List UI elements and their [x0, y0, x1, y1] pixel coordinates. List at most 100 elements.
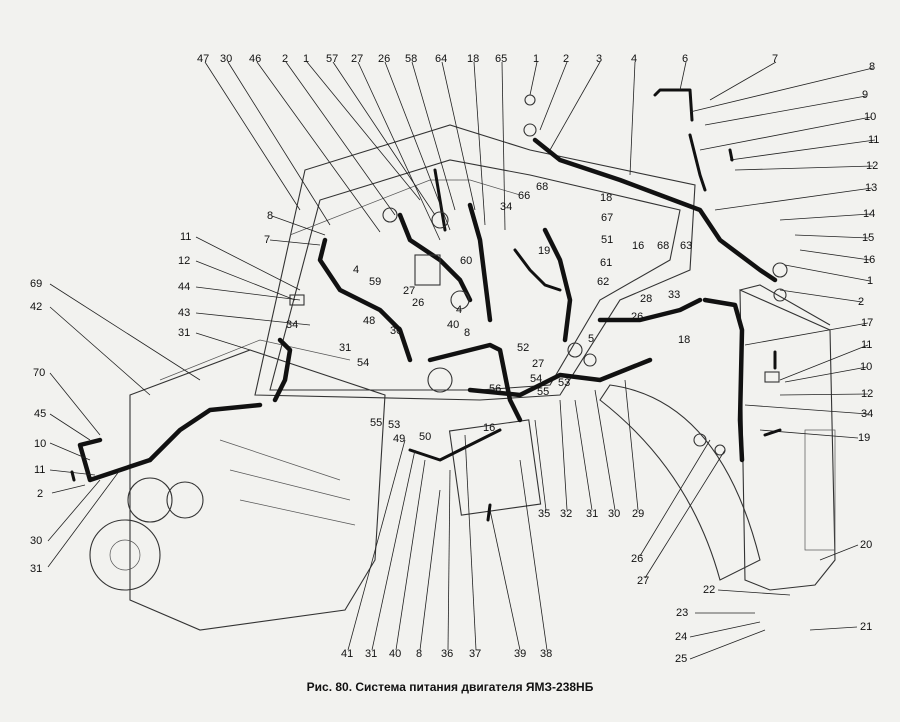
callout-label: 32 [560, 508, 572, 520]
callout-label: 3 [596, 53, 602, 65]
callout-label: 11 [861, 339, 872, 351]
callout-label: 20 [860, 539, 872, 551]
callout-label: 51 [601, 234, 613, 246]
callout-label: 14 [863, 208, 875, 220]
callout-label: 12 [178, 255, 190, 267]
callout-label: 11 [34, 464, 45, 476]
callout-label: 27 [637, 575, 649, 587]
callout-label: 34 [286, 319, 298, 331]
callout-label: 31 [365, 648, 377, 660]
callout-label: 1 [867, 275, 873, 287]
callout-label: 28 [640, 293, 652, 305]
callout-label: 1 [303, 53, 309, 65]
figure-caption: Рис. 80. Система питания двигателя ЯМЗ-2… [306, 680, 594, 694]
callout-label: 22 [703, 584, 715, 596]
callout-label: 8 [416, 648, 422, 660]
callout-label: 35 [538, 508, 550, 520]
callout-labels: 47 30 46 2 1 57 27 26 58 64 18 65 1 2 3 … [30, 53, 879, 665]
callout-label: 1 [533, 53, 539, 65]
callout-label: 19 [858, 432, 870, 444]
callout-label: 18 [678, 334, 690, 346]
callout-label: 66 [518, 190, 530, 202]
engine-block [89, 339, 386, 631]
callout-label: 18 [600, 192, 612, 204]
callout-label: 8 [267, 210, 273, 222]
callout-label: 27 [351, 53, 363, 65]
callout-label: 48 [363, 315, 375, 327]
callout-label: 4 [456, 304, 462, 316]
callout-label: 49 [393, 433, 405, 445]
callout-label: 57 [326, 53, 338, 65]
callout-label: 16 [632, 240, 644, 252]
callout-label: 26 [631, 553, 643, 565]
callout-label: 31 [586, 508, 598, 520]
callout-label: 50 [419, 431, 431, 443]
callout-label: 17 [861, 317, 873, 329]
callout-label: 2 [858, 296, 864, 308]
callout-label: 68 [657, 240, 669, 252]
callout-label: 54 [357, 357, 369, 369]
callout-label: 40 [389, 648, 401, 660]
callout-label: 43 [178, 307, 190, 319]
callout-label: 18 [467, 53, 479, 65]
fittings [70, 94, 788, 522]
callout-label: 26 [378, 53, 390, 65]
callout-label: 2 [563, 53, 569, 65]
callout-label: 16 [863, 254, 875, 266]
callout-label: 31 [178, 327, 190, 339]
callout-label: 12 [866, 160, 878, 172]
callout-label: 31 [30, 563, 42, 575]
callout-label: 30 [220, 53, 232, 65]
callout-label: 56 [489, 383, 501, 395]
callout-label: 21 [860, 621, 872, 633]
callout-label: 2 [282, 53, 288, 65]
callout-label: 8 [464, 327, 470, 339]
callout-label: 26 [631, 311, 643, 323]
callout-label: 23 [676, 607, 688, 619]
callout-label: 9 [862, 89, 868, 101]
callout-label: 39 [514, 648, 526, 660]
callout-label: 8 [869, 61, 875, 73]
callout-label: 70 [33, 367, 45, 379]
callout-label: 55 [537, 386, 549, 398]
callout-label: 10 [864, 111, 876, 123]
callout-label: 47 [197, 53, 209, 65]
callout-label: 58 [405, 53, 417, 65]
callout-label: 42 [30, 301, 42, 313]
callout-label: 53 [558, 377, 570, 389]
callout-label: 10 [34, 438, 46, 450]
callout-label: 13 [865, 182, 877, 194]
callout-label: 59 [369, 276, 381, 288]
callout-label: 37 [469, 648, 481, 660]
callout-label: 27 [532, 358, 544, 370]
callout-label: 24 [675, 631, 687, 643]
callout-label: 41 [341, 648, 353, 660]
leader-lines [47, 61, 876, 660]
callout-label: 40 [447, 319, 459, 331]
callout-label: 12 [861, 388, 873, 400]
callout-label: 45 [34, 408, 46, 420]
fuel-filter-block [448, 419, 542, 516]
callout-label: 36 [441, 648, 453, 660]
callout-label: 29 [632, 508, 644, 520]
callout-label: 61 [600, 257, 612, 269]
fuel-tank [599, 284, 836, 591]
callout-label: 67 [601, 212, 613, 224]
callout-label: 15 [862, 232, 874, 244]
callout-label: 69 [30, 278, 42, 290]
callout-label: 63 [680, 240, 692, 252]
callout-label: 19 [538, 245, 550, 257]
callout-label: 4 [631, 53, 637, 65]
callout-label: 38 [540, 648, 552, 660]
callout-label: 52 [517, 342, 529, 354]
callout-label: 2 [37, 488, 43, 500]
callout-label: 16 [483, 422, 495, 434]
callout-label: 53 [388, 419, 400, 431]
callout-label: 64 [435, 53, 447, 65]
callout-label: 6 [682, 53, 688, 65]
callout-label: 31 [339, 342, 351, 354]
callout-label: 44 [178, 281, 190, 293]
callout-label: 7 [264, 234, 270, 246]
callout-label: 55 [370, 417, 382, 429]
